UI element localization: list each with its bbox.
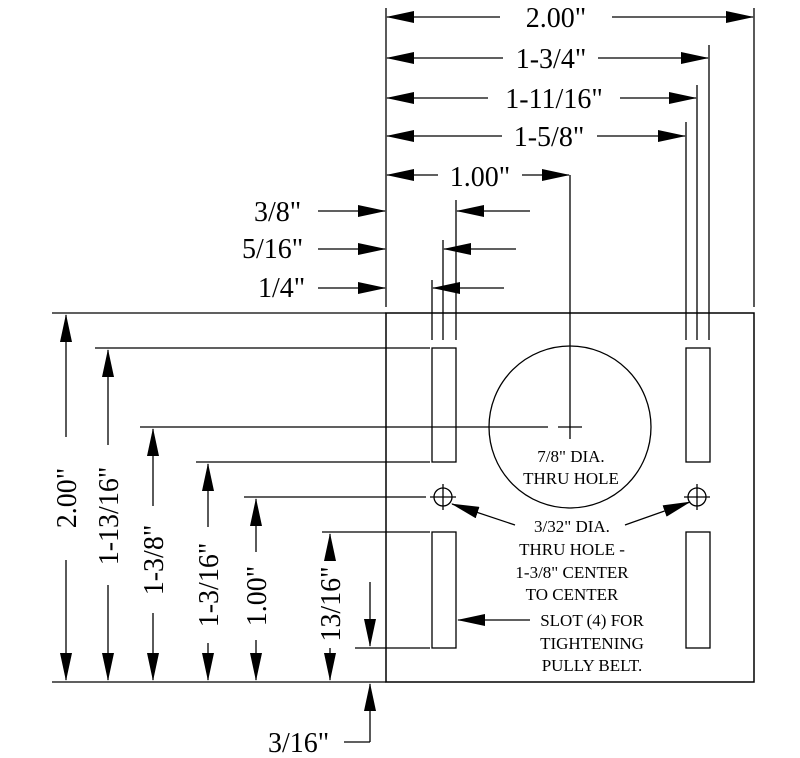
dim-bottom-3-16: 3/16" <box>268 582 376 758</box>
dim-top-width: 2.00" <box>386 3 754 34</box>
svg-text:3/16": 3/16" <box>268 728 329 758</box>
dim-3-8: 3/8" <box>254 197 530 228</box>
svg-text:1-3/8" CENTER: 1-3/8" CENTER <box>515 563 629 582</box>
svg-text:THRU HOLE -: THRU HOLE - <box>519 540 625 559</box>
svg-text:TIGHTENING: TIGHTENING <box>540 634 644 653</box>
dim-side-1-3-8: 1-3/8" <box>139 428 170 681</box>
svg-text:1/4": 1/4" <box>258 273 305 304</box>
dim-side-height: 2.00" <box>52 314 83 681</box>
svg-text:TO CENTER: TO CENTER <box>526 585 619 604</box>
svg-text:1-13/16": 1-13/16" <box>94 467 125 566</box>
slot-top-left <box>431 347 457 463</box>
slot-bottom-left <box>431 531 457 649</box>
svg-text:2.00": 2.00" <box>52 468 83 528</box>
svg-text:7/8" DIA.: 7/8" DIA. <box>537 447 604 466</box>
svg-text:1-3/8": 1-3/8" <box>139 525 170 596</box>
dim-side-1-3-16: 1-3/16" <box>194 463 225 681</box>
svg-text:2.00": 2.00" <box>526 3 586 34</box>
svg-text:1-3/16": 1-3/16" <box>194 543 225 628</box>
slot-top-right <box>685 347 711 463</box>
dim-top-1-5-8: 1-5/8" <box>386 122 686 153</box>
note-small-holes: 3/32" DIA. THRU HOLE - 1-3/8" CENTER TO … <box>451 501 691 604</box>
svg-text:THRU HOLE: THRU HOLE <box>523 469 619 488</box>
svg-text:3/32" DIA.: 3/32" DIA. <box>534 517 610 536</box>
note-slots: SLOT (4) FOR TIGHTENING PULLY BELT. <box>457 611 644 675</box>
svg-text:5/16": 5/16" <box>242 234 303 265</box>
svg-text:3/8": 3/8" <box>254 197 301 228</box>
small-hole-left <box>430 484 456 510</box>
dim-side-1-13-16: 1-13/16" <box>94 349 125 681</box>
note-center-hole: 7/8" DIA. THRU HOLE <box>523 447 619 488</box>
dim-top-1-3-4: 1-3/4" <box>386 44 709 75</box>
dim-5-16: 5/16" <box>242 234 516 265</box>
dim-top-1-11-16: 1-11/16" <box>386 84 697 115</box>
svg-text:13/16": 13/16" <box>316 566 347 641</box>
svg-text:1.00": 1.00" <box>242 566 273 626</box>
small-hole-right <box>684 484 710 510</box>
svg-text:1-5/8": 1-5/8" <box>514 122 585 153</box>
dim-1-4: 1/4" <box>258 273 504 304</box>
slot-bottom-right <box>685 531 711 649</box>
svg-text:1-3/4": 1-3/4" <box>516 44 587 75</box>
dim-top-1-00: 1.00" <box>386 162 570 193</box>
svg-text:1.00": 1.00" <box>450 162 510 193</box>
dim-side-1-00: 1.00" <box>242 498 273 681</box>
svg-text:1-11/16": 1-11/16" <box>505 84 603 115</box>
dim-side-13-16: 13/16" <box>316 533 347 681</box>
svg-text:SLOT (4) FOR: SLOT (4) FOR <box>540 611 644 630</box>
svg-text:PULLY BELT.: PULLY BELT. <box>542 656 643 675</box>
